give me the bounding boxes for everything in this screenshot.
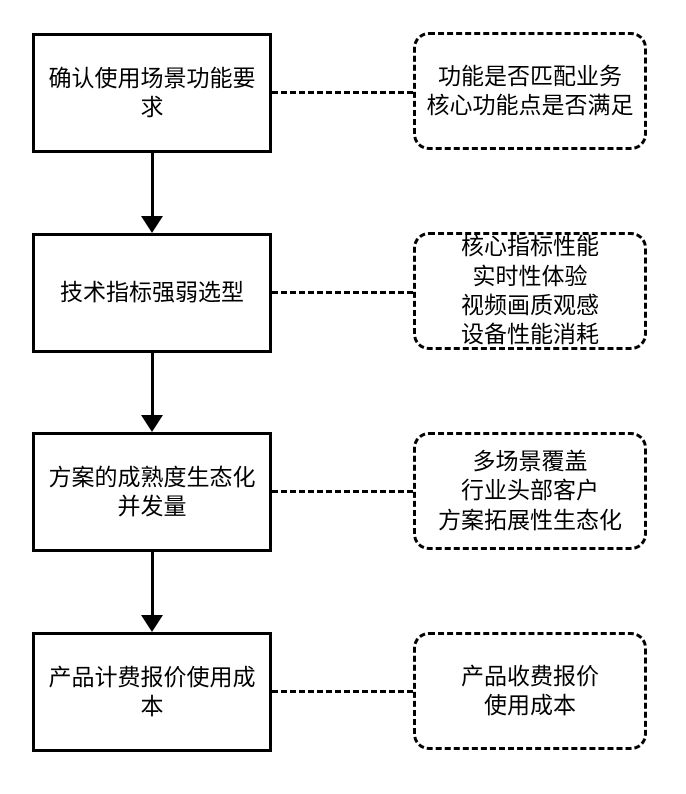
flow-step-label-3: 方案的成熟度生态化 并发量	[48, 463, 256, 519]
dashed-connector-line-1	[272, 91, 413, 94]
flow-step-box-1: 确认使用场景功能要 求	[32, 33, 272, 153]
flow-arrow-line-2	[151, 353, 154, 415]
note-label-2: 核心指标性能 实时性体验 视频画质观感 设备性能消耗	[461, 233, 599, 348]
note-label-4: 产品收费报价 使用成本	[461, 662, 599, 718]
note-label-3: 多场景覆盖 行业头部客户 方案拓展性生态化	[438, 447, 622, 533]
arrow-down-icon	[141, 216, 163, 233]
dashed-note-box-3: 多场景覆盖 行业头部客户 方案拓展性生态化	[413, 432, 647, 550]
flow-step-label-4: 产品计费报价使用成 本	[48, 663, 256, 719]
arrow-down-icon	[141, 415, 163, 432]
note-label-1: 功能是否匹配业务 核心功能点是否满足	[426, 62, 634, 118]
dashed-note-box-1: 功能是否匹配业务 核心功能点是否满足	[413, 32, 647, 150]
flow-step-label-1: 确认使用场景功能要 求	[48, 64, 256, 120]
flow-step-box-4: 产品计费报价使用成 本	[32, 632, 272, 752]
flow-step-box-3: 方案的成熟度生态化 并发量	[32, 432, 272, 552]
flow-step-box-2: 技术指标强弱选型	[32, 233, 272, 353]
flow-arrow-line-1	[151, 153, 154, 216]
flow-arrow-line-3	[151, 552, 154, 615]
dashed-connector-line-2	[272, 291, 413, 294]
dashed-connector-line-4	[272, 690, 413, 693]
flow-step-label-2: 技术指标强弱选型	[60, 279, 244, 306]
arrow-down-icon	[141, 615, 163, 632]
dashed-note-box-4: 产品收费报价 使用成本	[413, 632, 647, 750]
dashed-note-box-2: 核心指标性能 实时性体验 视频画质观感 设备性能消耗	[413, 232, 647, 350]
dashed-connector-line-3	[272, 490, 413, 493]
